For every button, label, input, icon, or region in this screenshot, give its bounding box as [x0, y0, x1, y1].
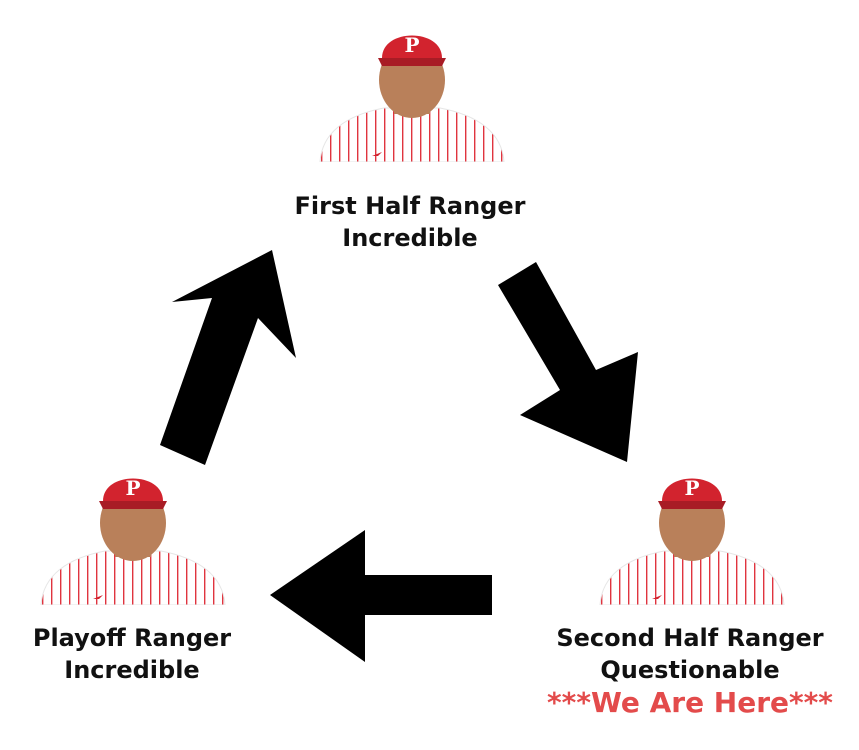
node-name: Second Half Ranger [556, 624, 824, 652]
arrow-down-right [498, 262, 638, 462]
node-status: Incredible [64, 656, 200, 684]
player-icon: P [599, 476, 785, 605]
arrow-left [270, 530, 492, 662]
node-name: Playoff Ranger [32, 624, 232, 652]
player-icon: P [319, 33, 505, 162]
player-photo-top: P [312, 12, 512, 162]
node-status: Questionable [600, 656, 780, 684]
player-icon: P [40, 476, 226, 605]
player-photo-left: P [33, 455, 233, 605]
arrow-up-right [160, 250, 296, 465]
node-name: First Half Ranger [294, 192, 526, 220]
cap-logo: P [125, 476, 140, 500]
node-label-first-half: First Half Ranger Incredible [260, 190, 560, 254]
cap-logo: P [404, 33, 419, 57]
player-photo-right: P [592, 455, 792, 605]
node-label-playoff: Playoff Ranger Incredible [0, 622, 264, 686]
current-position-note: ***We Are Here*** [547, 686, 833, 719]
cap-logo: P [684, 476, 699, 500]
node-status: Incredible [342, 224, 478, 252]
node-label-second-half: Second Half Ranger Questionable ***We Ar… [530, 622, 850, 720]
